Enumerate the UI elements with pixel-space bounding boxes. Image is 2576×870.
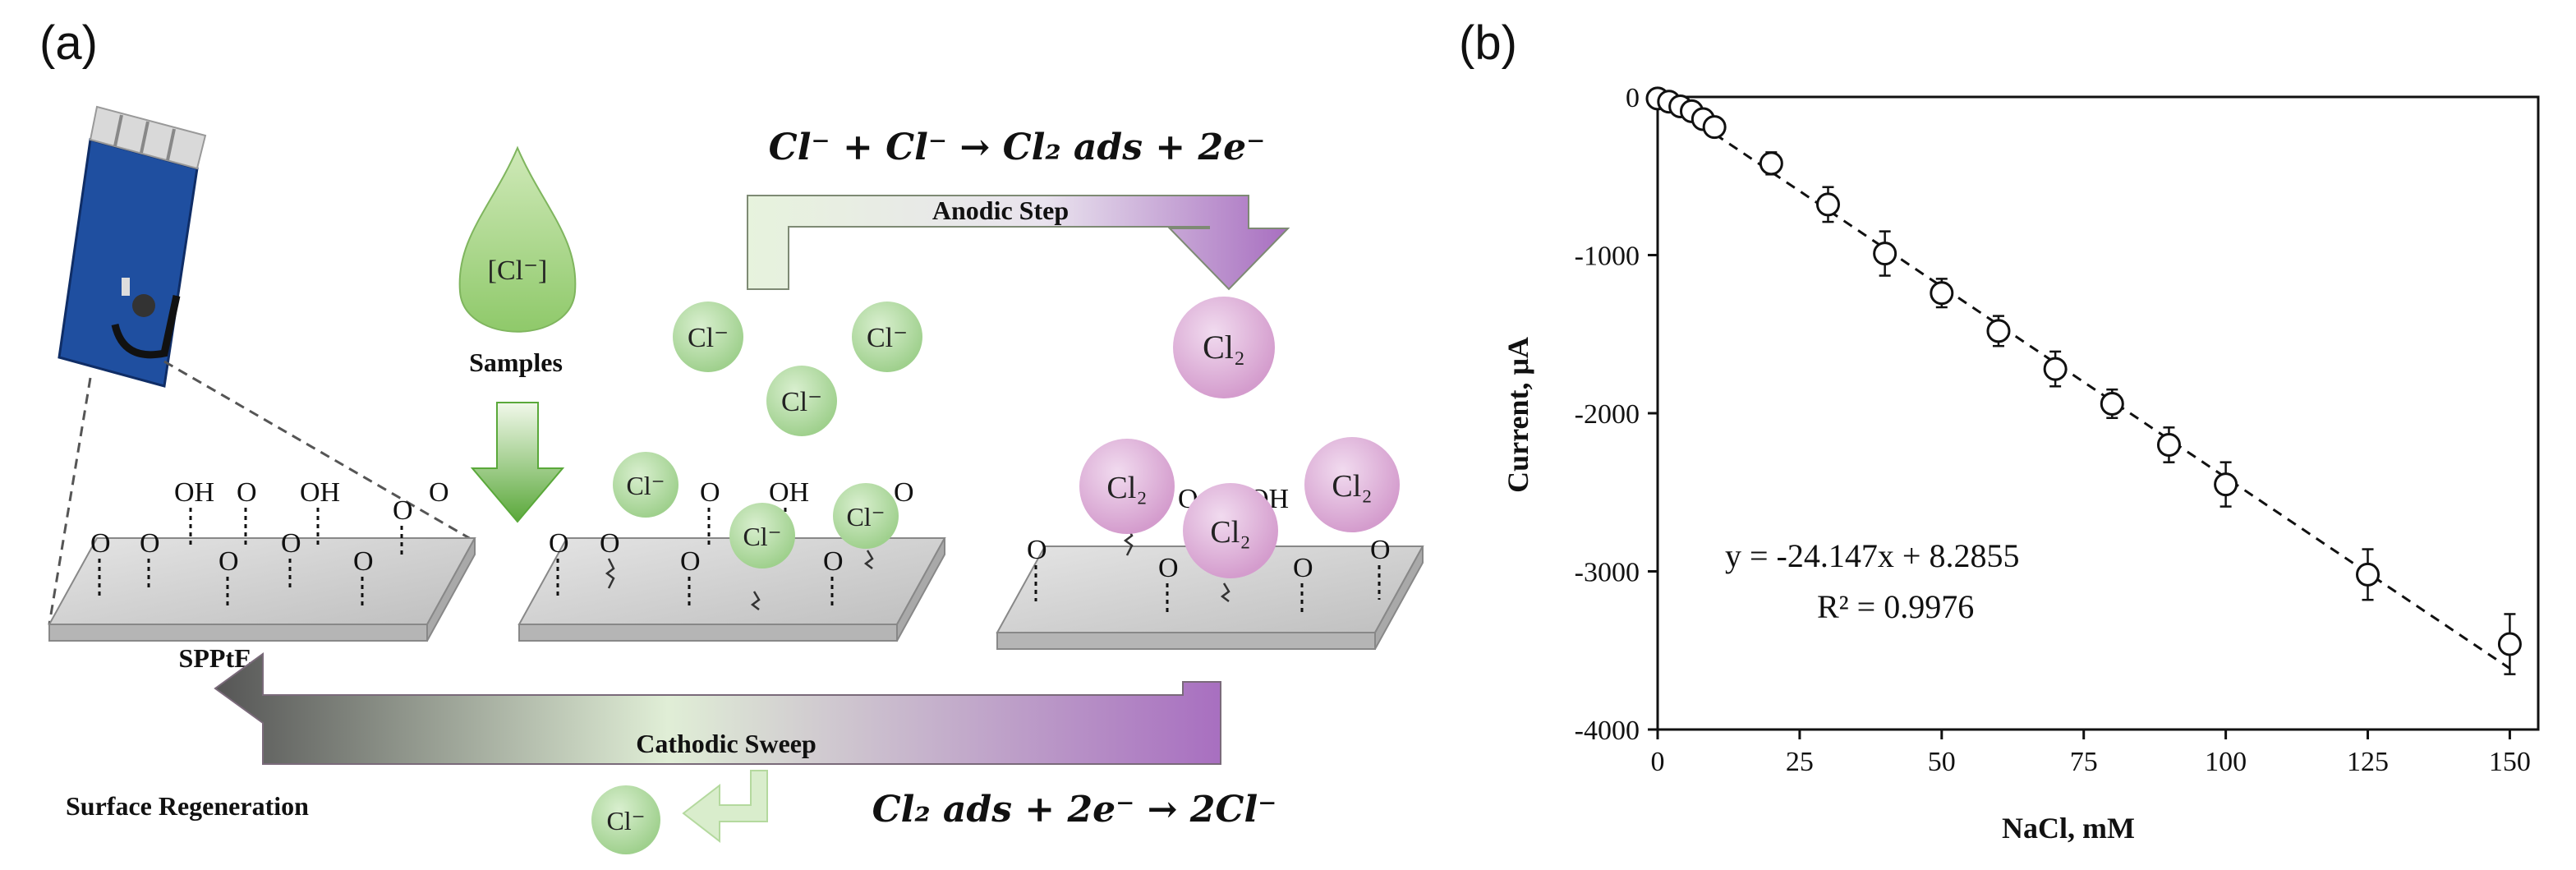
x-tick-label: 75 xyxy=(2070,747,2098,777)
anodic-equation: Cl⁻ + Cl⁻ → Cl₂ ads + 2e⁻ xyxy=(769,127,1266,168)
adsorbed-chloride-ion-3: Cl⁻ xyxy=(833,483,899,549)
svg-text:Cl⁻: Cl⁻ xyxy=(846,502,885,532)
cathodic-sweep-label: Cathodic Sweep xyxy=(636,729,816,758)
free-chloride-ion-2: Cl⁻ xyxy=(852,302,922,372)
free-chloride-ion-1: Cl⁻ xyxy=(673,302,743,372)
electrode-surface-adsorbed-chlorine: O O O O O OH Cl₂ xyxy=(996,437,1424,650)
data-point xyxy=(2214,472,2238,497)
svg-text:O: O xyxy=(281,528,301,559)
anodic-step-label: Anodic Step xyxy=(932,196,1069,225)
y-tick-label: -1000 xyxy=(1575,242,1640,272)
data-point xyxy=(1759,151,1783,176)
panel-b: (b) 0 25 50 75 100 125 150 0 -1000 -2000 -3000 -400… xyxy=(1459,16,2540,845)
svg-text:Cl₂: Cl₂ xyxy=(1106,471,1147,505)
svg-text:Cl₂: Cl₂ xyxy=(1210,515,1250,550)
svg-text:O: O xyxy=(1158,553,1179,583)
samples-label: Samples xyxy=(469,348,563,377)
trend-line xyxy=(1657,94,2511,670)
svg-text:Cl⁻: Cl⁻ xyxy=(781,387,822,417)
data-point xyxy=(1873,242,1898,266)
data-point xyxy=(2356,562,2380,587)
electrode-surface-adsorbed-chloride: O O O O OH O O Cl⁻ xyxy=(518,452,946,642)
svg-text:Cl⁻: Cl⁻ xyxy=(626,471,665,500)
svg-text:O: O xyxy=(353,546,374,577)
svg-text:O: O xyxy=(1027,535,1047,565)
data-point xyxy=(2156,433,2181,457)
svg-text:O: O xyxy=(140,528,160,559)
data-point xyxy=(1986,319,2011,343)
data-point xyxy=(1702,115,1727,140)
y-axis-title: Current, μA xyxy=(1502,337,1534,493)
x-axis-title: NaCl, mM xyxy=(2002,812,2135,845)
zoom-line-left xyxy=(48,377,92,625)
calibration-chart: 0 25 50 75 100 125 150 0 -1000 -2000 -3000 -4000 xyxy=(1575,83,2540,777)
electrode-surface-clean: O O OH O O OH O O O O xyxy=(48,477,476,642)
x-tick-label: 125 xyxy=(2347,747,2389,777)
adsorbed-chloride-ion-1: Cl⁻ xyxy=(613,452,678,518)
svg-text:O: O xyxy=(823,546,844,577)
released-chloride-ion: Cl⁻ xyxy=(591,785,660,854)
release-arrow xyxy=(682,770,768,844)
svg-text:O: O xyxy=(429,477,449,508)
cathodic-equation: Cl₂ ads + 2e⁻ → 2Cl⁻ xyxy=(872,789,1277,831)
x-tick-label: 100 xyxy=(2205,747,2247,777)
svg-text:O: O xyxy=(237,477,257,508)
panel-b-label: (b) xyxy=(1459,16,1517,70)
panel-a: (a) [Cl⁻] Samples Cl⁻ + Cl⁻ → Cl₂ ads + … xyxy=(39,16,1424,854)
svg-text:Cl₂: Cl₂ xyxy=(1332,469,1372,504)
panel-a-label: (a) xyxy=(39,16,98,70)
svg-text:Cl⁻: Cl⁻ xyxy=(867,323,908,353)
svg-text:O: O xyxy=(393,495,413,526)
drop-label: [Cl⁻] xyxy=(488,255,548,286)
svg-text:O: O xyxy=(549,528,569,559)
svg-text:O: O xyxy=(1293,553,1313,583)
y-tick-label: -2000 xyxy=(1575,399,1640,430)
electrode-strip xyxy=(58,105,207,388)
free-chlorine-molecule: Cl₂ xyxy=(1173,297,1275,398)
svg-text:O: O xyxy=(90,528,111,559)
adsorbed-chloride-ion-2: Cl⁻ xyxy=(729,503,795,568)
svg-text:Cl⁻: Cl⁻ xyxy=(688,323,729,353)
x-tick-label: 0 xyxy=(1651,747,1665,777)
svg-text:O: O xyxy=(680,546,701,577)
adsorbed-chlorine-molecule-1: Cl₂ xyxy=(1079,439,1175,534)
adsorbed-chlorine-molecule-2: Cl₂ xyxy=(1183,483,1278,578)
down-arrow xyxy=(470,402,565,523)
y-tick-label: -4000 xyxy=(1575,716,1640,746)
surface-regeneration-label: Surface Regeneration xyxy=(66,791,309,821)
free-chloride-ion-3: Cl⁻ xyxy=(766,366,837,436)
data-point xyxy=(2043,357,2068,381)
data-point xyxy=(1815,192,1840,217)
svg-text:OH: OH xyxy=(300,477,340,508)
svg-text:Cl⁻: Cl⁻ xyxy=(606,806,645,835)
svg-text:OH: OH xyxy=(174,477,214,508)
svg-text:Cl⁻: Cl⁻ xyxy=(743,522,781,551)
x-tick-label: 50 xyxy=(1928,747,1956,777)
y-tick-label: -3000 xyxy=(1575,558,1640,588)
x-tick-label: 25 xyxy=(1786,747,1814,777)
svg-text:O: O xyxy=(700,477,720,508)
svg-text:O: O xyxy=(894,477,914,508)
svg-text:O: O xyxy=(218,546,239,577)
cathodic-sweep-arrow xyxy=(214,652,1221,765)
svg-text:OH: OH xyxy=(769,477,809,508)
anodic-step-arrow xyxy=(747,195,1290,291)
x-tick-label: 150 xyxy=(2489,747,2531,777)
plot-frame xyxy=(1656,95,2540,731)
regression-equation: y = -24.147x + 8.2855 xyxy=(1725,537,2019,574)
r-squared: R² = 0.9976 xyxy=(1817,588,1974,625)
svg-text:O: O xyxy=(1370,535,1391,565)
adsorbed-chlorine-molecule-3: Cl₂ xyxy=(1304,437,1400,532)
electrode-label: SPPtE xyxy=(179,643,252,673)
zoom-line-right xyxy=(163,360,477,544)
sample-drop: [Cl⁻] xyxy=(458,145,577,333)
svg-text:O: O xyxy=(600,528,620,559)
data-point xyxy=(2100,391,2124,416)
data-point xyxy=(2497,632,2522,656)
data-point xyxy=(1930,281,1954,306)
svg-text:Cl₂: Cl₂ xyxy=(1203,329,1245,366)
y-tick-label: 0 xyxy=(1626,83,1640,113)
